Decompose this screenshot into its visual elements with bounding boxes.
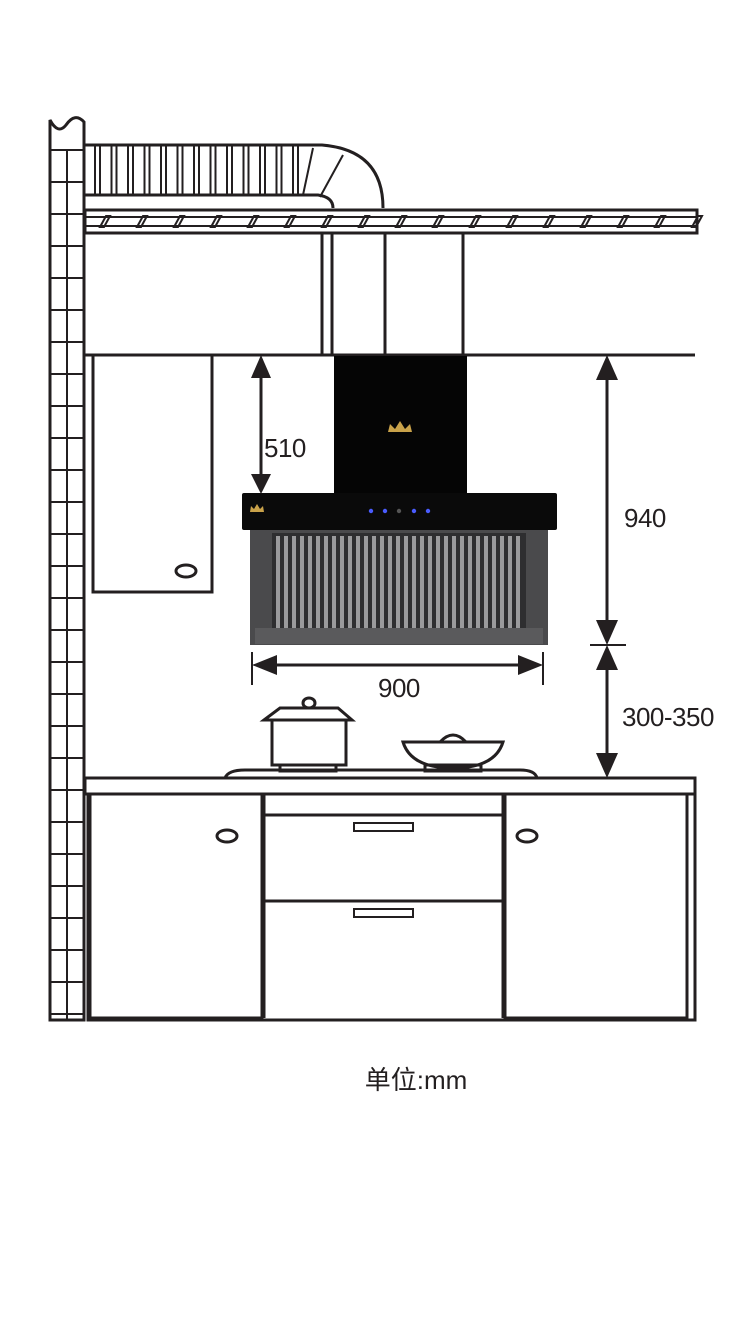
upper-cabinet-frame bbox=[85, 233, 695, 357]
dimension-label-900: 900 bbox=[378, 673, 420, 703]
crown-logo-small-icon bbox=[250, 504, 264, 512]
range-hood bbox=[242, 356, 557, 645]
ceiling-slab bbox=[83, 208, 704, 235]
base-cabinets bbox=[83, 776, 697, 1022]
dimension-arrows bbox=[251, 355, 626, 778]
upper-wall-cabinet bbox=[91, 355, 214, 594]
unit-label: 单位:mm bbox=[364, 1065, 468, 1095]
brick-wall bbox=[48, 116, 86, 1022]
dimension-label-940: 940 bbox=[624, 503, 666, 533]
cookware bbox=[223, 696, 539, 779]
dimension-label-300-350: 300-350 bbox=[622, 702, 714, 732]
crown-logo-icon bbox=[388, 421, 412, 432]
exhaust-duct bbox=[85, 143, 385, 209]
dimension-label-510: 510 bbox=[264, 433, 306, 463]
